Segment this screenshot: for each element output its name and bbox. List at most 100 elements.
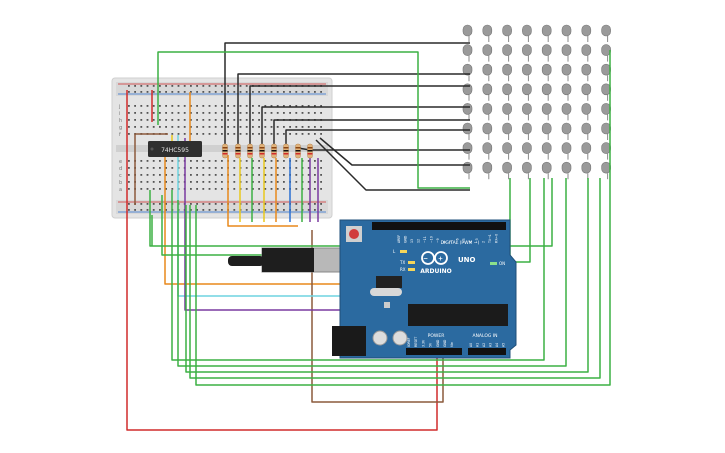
bb-hole — [146, 174, 149, 176]
bb-hole — [140, 119, 143, 121]
led — [561, 103, 572, 121]
bb-hole — [152, 174, 155, 176]
bb-hole — [307, 174, 310, 176]
bb-hole — [295, 209, 298, 211]
bb-hole — [183, 105, 186, 107]
pin-label: 3.3V — [421, 339, 425, 347]
bb-hole — [221, 126, 223, 128]
bb-hole — [146, 85, 149, 87]
bb-hole — [252, 119, 254, 121]
bb-hole — [252, 209, 254, 211]
pin-label: 13 — [410, 239, 414, 243]
bb-hole — [128, 133, 130, 135]
bb-hole — [276, 167, 279, 169]
row-letter: j — [118, 104, 120, 110]
bb-hole — [159, 105, 161, 107]
bb-hole — [146, 160, 149, 162]
bb-hole — [314, 160, 316, 162]
digital-label: DIGITAL (PWM ~) — [441, 240, 480, 246]
bb-hole — [202, 181, 205, 183]
resistor — [235, 143, 241, 159]
bb-hole — [177, 85, 180, 87]
bb-hole — [233, 105, 236, 107]
led-matrix — [462, 24, 611, 180]
bb-hole — [227, 133, 229, 135]
bb-hole — [165, 105, 167, 107]
led — [522, 103, 532, 121]
bb-hole — [252, 133, 254, 135]
bb-hole — [295, 188, 298, 190]
bb-hole — [190, 209, 192, 211]
bb-hole — [146, 167, 149, 169]
bb-hole — [221, 112, 223, 114]
bb-hole — [208, 91, 211, 93]
resistor — [259, 143, 265, 159]
bb-hole — [208, 160, 211, 162]
bb-hole — [289, 105, 291, 107]
bb-hole — [245, 91, 248, 93]
bb-hole — [171, 112, 174, 114]
bb-hole — [301, 133, 304, 135]
bb-hole — [171, 160, 174, 162]
bb-hole — [171, 167, 174, 169]
bb-hole — [165, 203, 167, 205]
bb-hole — [270, 209, 273, 211]
resistor — [307, 143, 313, 159]
bb-hole — [283, 203, 285, 205]
led — [541, 63, 552, 82]
bb-hole — [214, 174, 217, 176]
bb-hole — [208, 112, 211, 114]
bb-hole — [183, 133, 186, 135]
pin-label: 7 — [449, 241, 453, 243]
bb-hole — [276, 174, 279, 176]
bb-hole — [171, 105, 174, 107]
bb-hole — [152, 85, 155, 87]
bb-hole — [227, 85, 229, 87]
bb-hole — [134, 91, 136, 93]
bb-hole — [258, 112, 260, 114]
bb-hole — [295, 112, 298, 114]
breadboard[interactable]: j i h g f e d c b a — [111, 77, 333, 219]
led — [561, 83, 572, 101]
led — [482, 103, 493, 121]
wire-brown — [311, 230, 444, 403]
bb-hole — [165, 112, 167, 114]
bb-hole — [134, 126, 136, 128]
bb-hole — [202, 112, 205, 114]
bb-hole — [239, 119, 242, 121]
shift-register-chip[interactable]: 74HC595 — [148, 141, 202, 157]
led — [581, 83, 592, 101]
bb-hole — [128, 188, 130, 190]
bb-hole — [264, 174, 267, 176]
bb-hole — [283, 174, 285, 176]
bb-hole — [270, 188, 273, 190]
chip-label: 74HC595 — [161, 147, 189, 154]
bb-hole — [171, 174, 174, 176]
bb-hole — [295, 91, 298, 93]
bb-hole — [140, 181, 143, 183]
bb-hole — [245, 160, 248, 162]
reset-button[interactable] — [346, 226, 362, 242]
bb-hole — [202, 85, 205, 87]
pin-label: ~10 — [430, 236, 434, 243]
bb-hole — [283, 133, 285, 135]
bb-hole — [177, 105, 180, 107]
bb-hole — [202, 188, 205, 190]
bb-hole — [320, 112, 322, 114]
bb-hole — [183, 126, 186, 128]
led — [502, 63, 512, 82]
bb-hole — [190, 181, 192, 183]
wire-orange — [227, 155, 298, 227]
wire-black — [224, 42, 470, 145]
bb-hole — [208, 119, 211, 121]
bb-hole — [140, 126, 143, 128]
pin-label: 2 — [482, 241, 486, 243]
bb-hole — [214, 126, 217, 128]
wire-green — [177, 178, 567, 367]
bb-hole — [177, 119, 180, 121]
bb-hole — [208, 133, 211, 135]
row-letter: a — [119, 187, 122, 193]
bb-hole — [320, 203, 322, 205]
